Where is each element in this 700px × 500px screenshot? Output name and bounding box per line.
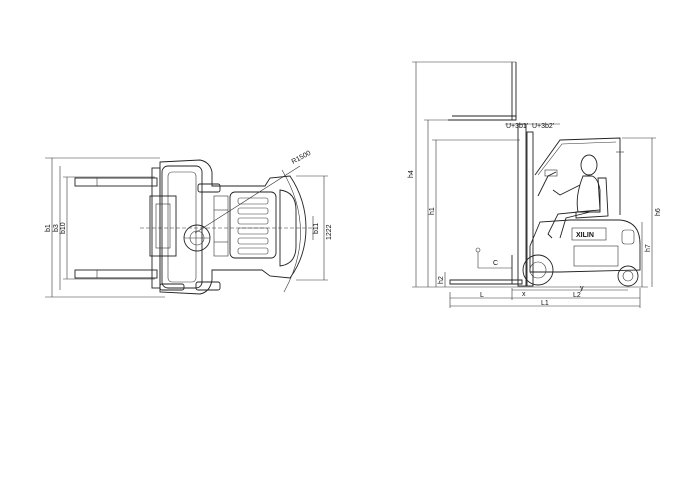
label-b10: b10 bbox=[60, 222, 67, 234]
top-view: b1 b3 b10 bbox=[45, 150, 333, 298]
label-b11: b11 bbox=[313, 223, 320, 234]
label-h7: h7 bbox=[645, 244, 652, 252]
radius-line bbox=[194, 165, 301, 234]
label-b3: b3 bbox=[53, 224, 60, 232]
front-wheel-side bbox=[522, 254, 554, 286]
rear-wheel-bottom bbox=[195, 281, 221, 291]
mast-top bbox=[161, 165, 203, 289]
logo-text: XILIN bbox=[576, 232, 594, 239]
mast-outer bbox=[517, 123, 527, 287]
fork-bottom bbox=[74, 269, 158, 279]
label-l: L bbox=[480, 292, 484, 299]
label-mast-dim-1: U+3b1' bbox=[506, 123, 528, 130]
steering-column bbox=[537, 171, 557, 197]
label-radius: R1500 bbox=[291, 150, 313, 166]
fork-top bbox=[74, 177, 158, 187]
overhead-guard bbox=[534, 137, 621, 215]
label-h4: h4 bbox=[408, 170, 415, 178]
chassis-outline bbox=[159, 159, 307, 295]
truck-body bbox=[529, 219, 641, 273]
label-l1: L1 bbox=[541, 300, 549, 307]
mast-inner bbox=[526, 131, 534, 287]
rear-light bbox=[621, 229, 635, 245]
operator-seat bbox=[229, 191, 277, 259]
label-x: x bbox=[522, 291, 526, 298]
label-h1: h1 bbox=[429, 207, 436, 215]
label-y: y bbox=[580, 285, 584, 292]
logo-plate bbox=[571, 227, 607, 241]
label-c: C bbox=[493, 260, 498, 267]
side-view: h4 h1 h2 U+3b1' U+3b2' C bbox=[408, 61, 662, 308]
counterweight bbox=[279, 189, 297, 267]
front-wheel bbox=[159, 283, 185, 291]
raised-fork bbox=[448, 115, 517, 121]
battery-cells bbox=[237, 197, 269, 255]
rear-wheel-top bbox=[197, 183, 221, 193]
radius-arc bbox=[281, 169, 301, 293]
lowered-fork bbox=[449, 279, 523, 285]
label-h6: h6 bbox=[655, 208, 662, 216]
operator-figure bbox=[547, 154, 601, 239]
label-b1: b1 bbox=[45, 224, 52, 232]
label-h2: h2 bbox=[438, 276, 445, 284]
label-mast-dim-2: U+3b2' bbox=[532, 123, 554, 130]
seat bbox=[575, 177, 609, 219]
label-1222: 1222 bbox=[326, 224, 333, 240]
drive-unit bbox=[149, 195, 177, 257]
label-l2: L2 bbox=[573, 292, 581, 299]
rear-wheel-side bbox=[617, 265, 639, 287]
